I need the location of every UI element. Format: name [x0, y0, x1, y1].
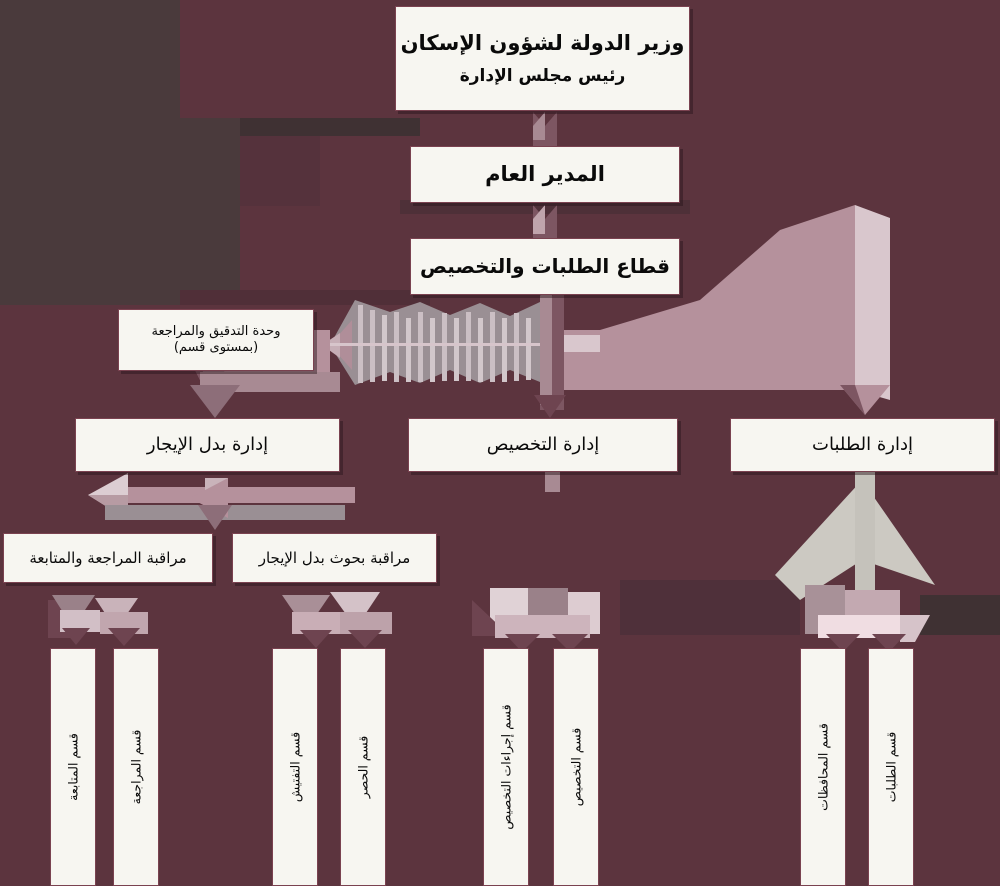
- box-control-review-followup[interactable]: مراقبة المراجعة والمتابعة: [3, 533, 213, 583]
- box-dept-rent-allowance-label: إدارة بدل الإيجار: [146, 433, 269, 455]
- bg-patch-left-lower: [0, 305, 112, 425]
- box-dept-requests[interactable]: إدارة الطلبات: [730, 418, 995, 472]
- connector-control-arrow-left-tail: [120, 487, 355, 503]
- box-section-followup-label: قسم المتابعة: [65, 733, 81, 801]
- box-general-manager[interactable]: المدير العام: [410, 146, 680, 203]
- connector-left-dept-arrow: [190, 385, 240, 418]
- box-audit-unit-line2: (بمستوى قسم): [173, 340, 259, 355]
- box-section-governorates[interactable]: قسم المحافظات: [800, 648, 846, 886]
- box-section-review[interactable]: قسم المراجعة: [113, 648, 159, 886]
- connector-allocation-stem: [545, 470, 560, 492]
- bg-patch-diag-shade: [180, 290, 430, 305]
- box-section-inspection[interactable]: قسم التفتيش: [272, 648, 318, 886]
- connector-center-arrowhead: [534, 395, 566, 418]
- box-sector[interactable]: قطاع الطلبات والتخصيص: [410, 238, 680, 295]
- box-dept-allocation-label: إدارة التخصيص: [486, 433, 600, 455]
- bg-patch-upper-center: [180, 0, 395, 118]
- connector-right-stem: [855, 470, 875, 600]
- bg-patch-upper-wide-band: [240, 118, 420, 136]
- box-general-manager-label: المدير العام: [485, 162, 605, 187]
- box-section-allocation-label: قسم التخصيص: [568, 727, 584, 807]
- bg-patch-bottom-dark-a: [620, 580, 800, 635]
- box-section-governorates-label: قسم المحافظات: [815, 723, 831, 811]
- box-dept-allocation[interactable]: إدارة التخصيص: [408, 418, 678, 472]
- connector-pink-right-sweep: [556, 205, 855, 390]
- box-minister[interactable]: وزير الدولة لشؤون الإسكان رئيس مجلس الإد…: [395, 6, 690, 111]
- bg-patch-bottom-dark-b: [920, 595, 1000, 635]
- box-dept-rent-allowance[interactable]: إدارة بدل الإيجار: [75, 418, 340, 472]
- box-dept-requests-label: إدارة الطلبات: [812, 433, 913, 455]
- box-minister-line1: وزير الدولة لشؤون الإسكان: [400, 30, 685, 55]
- connector-center-nub: [556, 335, 600, 352]
- box-control-rent-research-label: مراقبة بحوث بدل الإيجار: [258, 548, 411, 567]
- connector-pink-right-highlight: [855, 205, 890, 400]
- box-sector-label: قطاع الطلبات والتخصيص: [420, 254, 670, 278]
- box-audit-unit[interactable]: وحدة التدقيق والمراجعة (بمستوى قسم): [118, 309, 314, 371]
- bg-patch-row3-dark: [0, 200, 180, 220]
- box-section-followup[interactable]: قسم المتابعة: [50, 648, 96, 886]
- box-section-inspection-label: قسم التفتيش: [287, 731, 303, 803]
- connector-control-down-nub: [198, 505, 232, 530]
- box-section-inventory[interactable]: قسم الحصر: [340, 648, 386, 886]
- box-audit-unit-line1: وحدة التدقيق والمراجعة: [151, 323, 281, 339]
- box-section-allocation-procedures-label: قسم إجراءات التخصيص: [498, 704, 514, 830]
- bg-patch-right-upper: [690, 0, 1000, 200]
- bg-patch-left-dark: [0, 0, 112, 305]
- box-control-rent-research[interactable]: مراقبة بحوث بدل الإيجار: [232, 533, 437, 583]
- box-section-allocation[interactable]: قسم التخصيص: [553, 648, 599, 886]
- box-section-inventory-label: قسم الحصر: [355, 735, 371, 799]
- box-minister-line2: رئيس مجلس الإدارة: [459, 66, 626, 86]
- box-section-allocation-procedures[interactable]: قسم إجراءات التخصيص: [483, 648, 529, 886]
- box-section-review-label: قسم المراجعة: [128, 729, 144, 805]
- box-section-requests[interactable]: قسم الطلبات: [868, 648, 914, 886]
- box-control-review-followup-label: مراقبة المراجعة والمتابعة: [29, 548, 187, 567]
- box-section-requests-label: قسم الطلبات: [883, 731, 899, 803]
- bg-patch-mid-left-block: [240, 136, 320, 206]
- bg-patch-upper-center-deep: [180, 118, 240, 305]
- bg-patch-upper-mid-dark: [112, 0, 180, 305]
- connector-ribbed-stripes: [358, 305, 531, 383]
